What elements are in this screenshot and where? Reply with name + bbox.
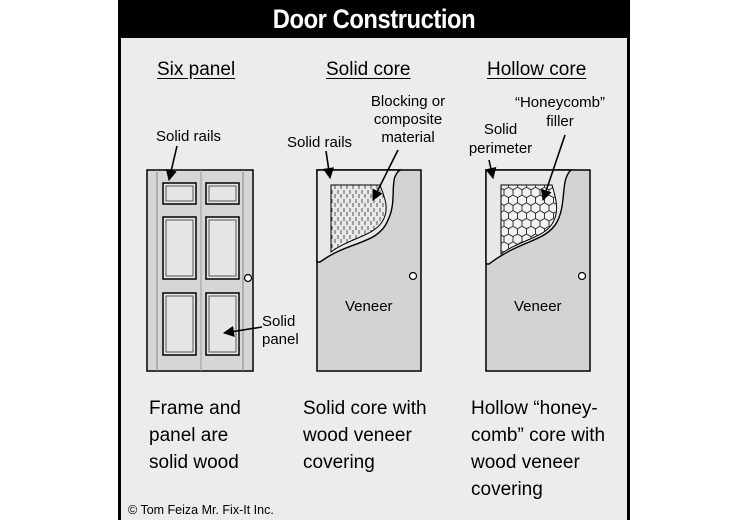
label-solid-rails-solid: Solid rails [287,134,353,151]
page-title: Door Construction [272,4,476,34]
label-solid-rails-six: Solid rails [156,128,222,145]
door-knob-icon [577,271,587,281]
caption-six-line1: Frame and [149,398,241,419]
door-knob-icon [243,273,253,283]
caption-hollow-line3: wood veneer [471,452,580,473]
caption-hollow-line4: covering [471,479,543,500]
arrow-solid-rails-2 [322,150,335,180]
label-honeycomb-line1: “Honeycomb” [514,94,606,111]
label-perimeter-line2: perimeter [468,140,533,157]
label-solid-panel-line1: Solid [262,313,296,330]
hollow-core-door [485,169,591,372]
label-blocking-line1: Blocking or [370,93,446,110]
label-blocking-line3: material [381,129,435,146]
caption-six-line3: solid wood [149,452,239,473]
caption-solid-line2: wood veneer [303,425,412,446]
label-veneer-hollow: Veneer [514,298,562,315]
heading-hollow-core: Hollow core [487,59,587,80]
six-panel-door [146,169,254,372]
label-perimeter-line1: Solid [483,121,518,138]
arrow-solid-rails-1 [165,145,178,182]
caption-hollow-line1: Hollow “honey- [471,398,598,419]
caption-solid-line3: covering [303,452,375,473]
label-honeycomb-line2: filler [546,113,574,130]
title-bar [118,0,630,38]
door-knob-icon [408,271,418,281]
caption-hollow-line2: comb” core with [471,425,606,446]
caption-six-line2: panel are [149,425,229,446]
arrow-perimeter [485,159,497,180]
label-veneer-solid: Veneer [345,298,393,315]
label-blocking-line2: composite [373,111,443,128]
arrow-blocking [372,149,399,202]
arrow-honeycomb [540,134,566,202]
solid-core-door [316,169,422,372]
copyright-credit: © Tom Feiza Mr. Fix-It Inc. [128,503,274,517]
arrow-solid-panel [222,325,263,337]
callout-arrows [165,134,566,337]
caption-solid-line1: Solid core with [303,398,427,419]
heading-six-panel: Six panel [157,59,236,80]
label-solid-panel-line2: panel [262,331,299,348]
heading-solid-core: Solid core [326,59,411,80]
